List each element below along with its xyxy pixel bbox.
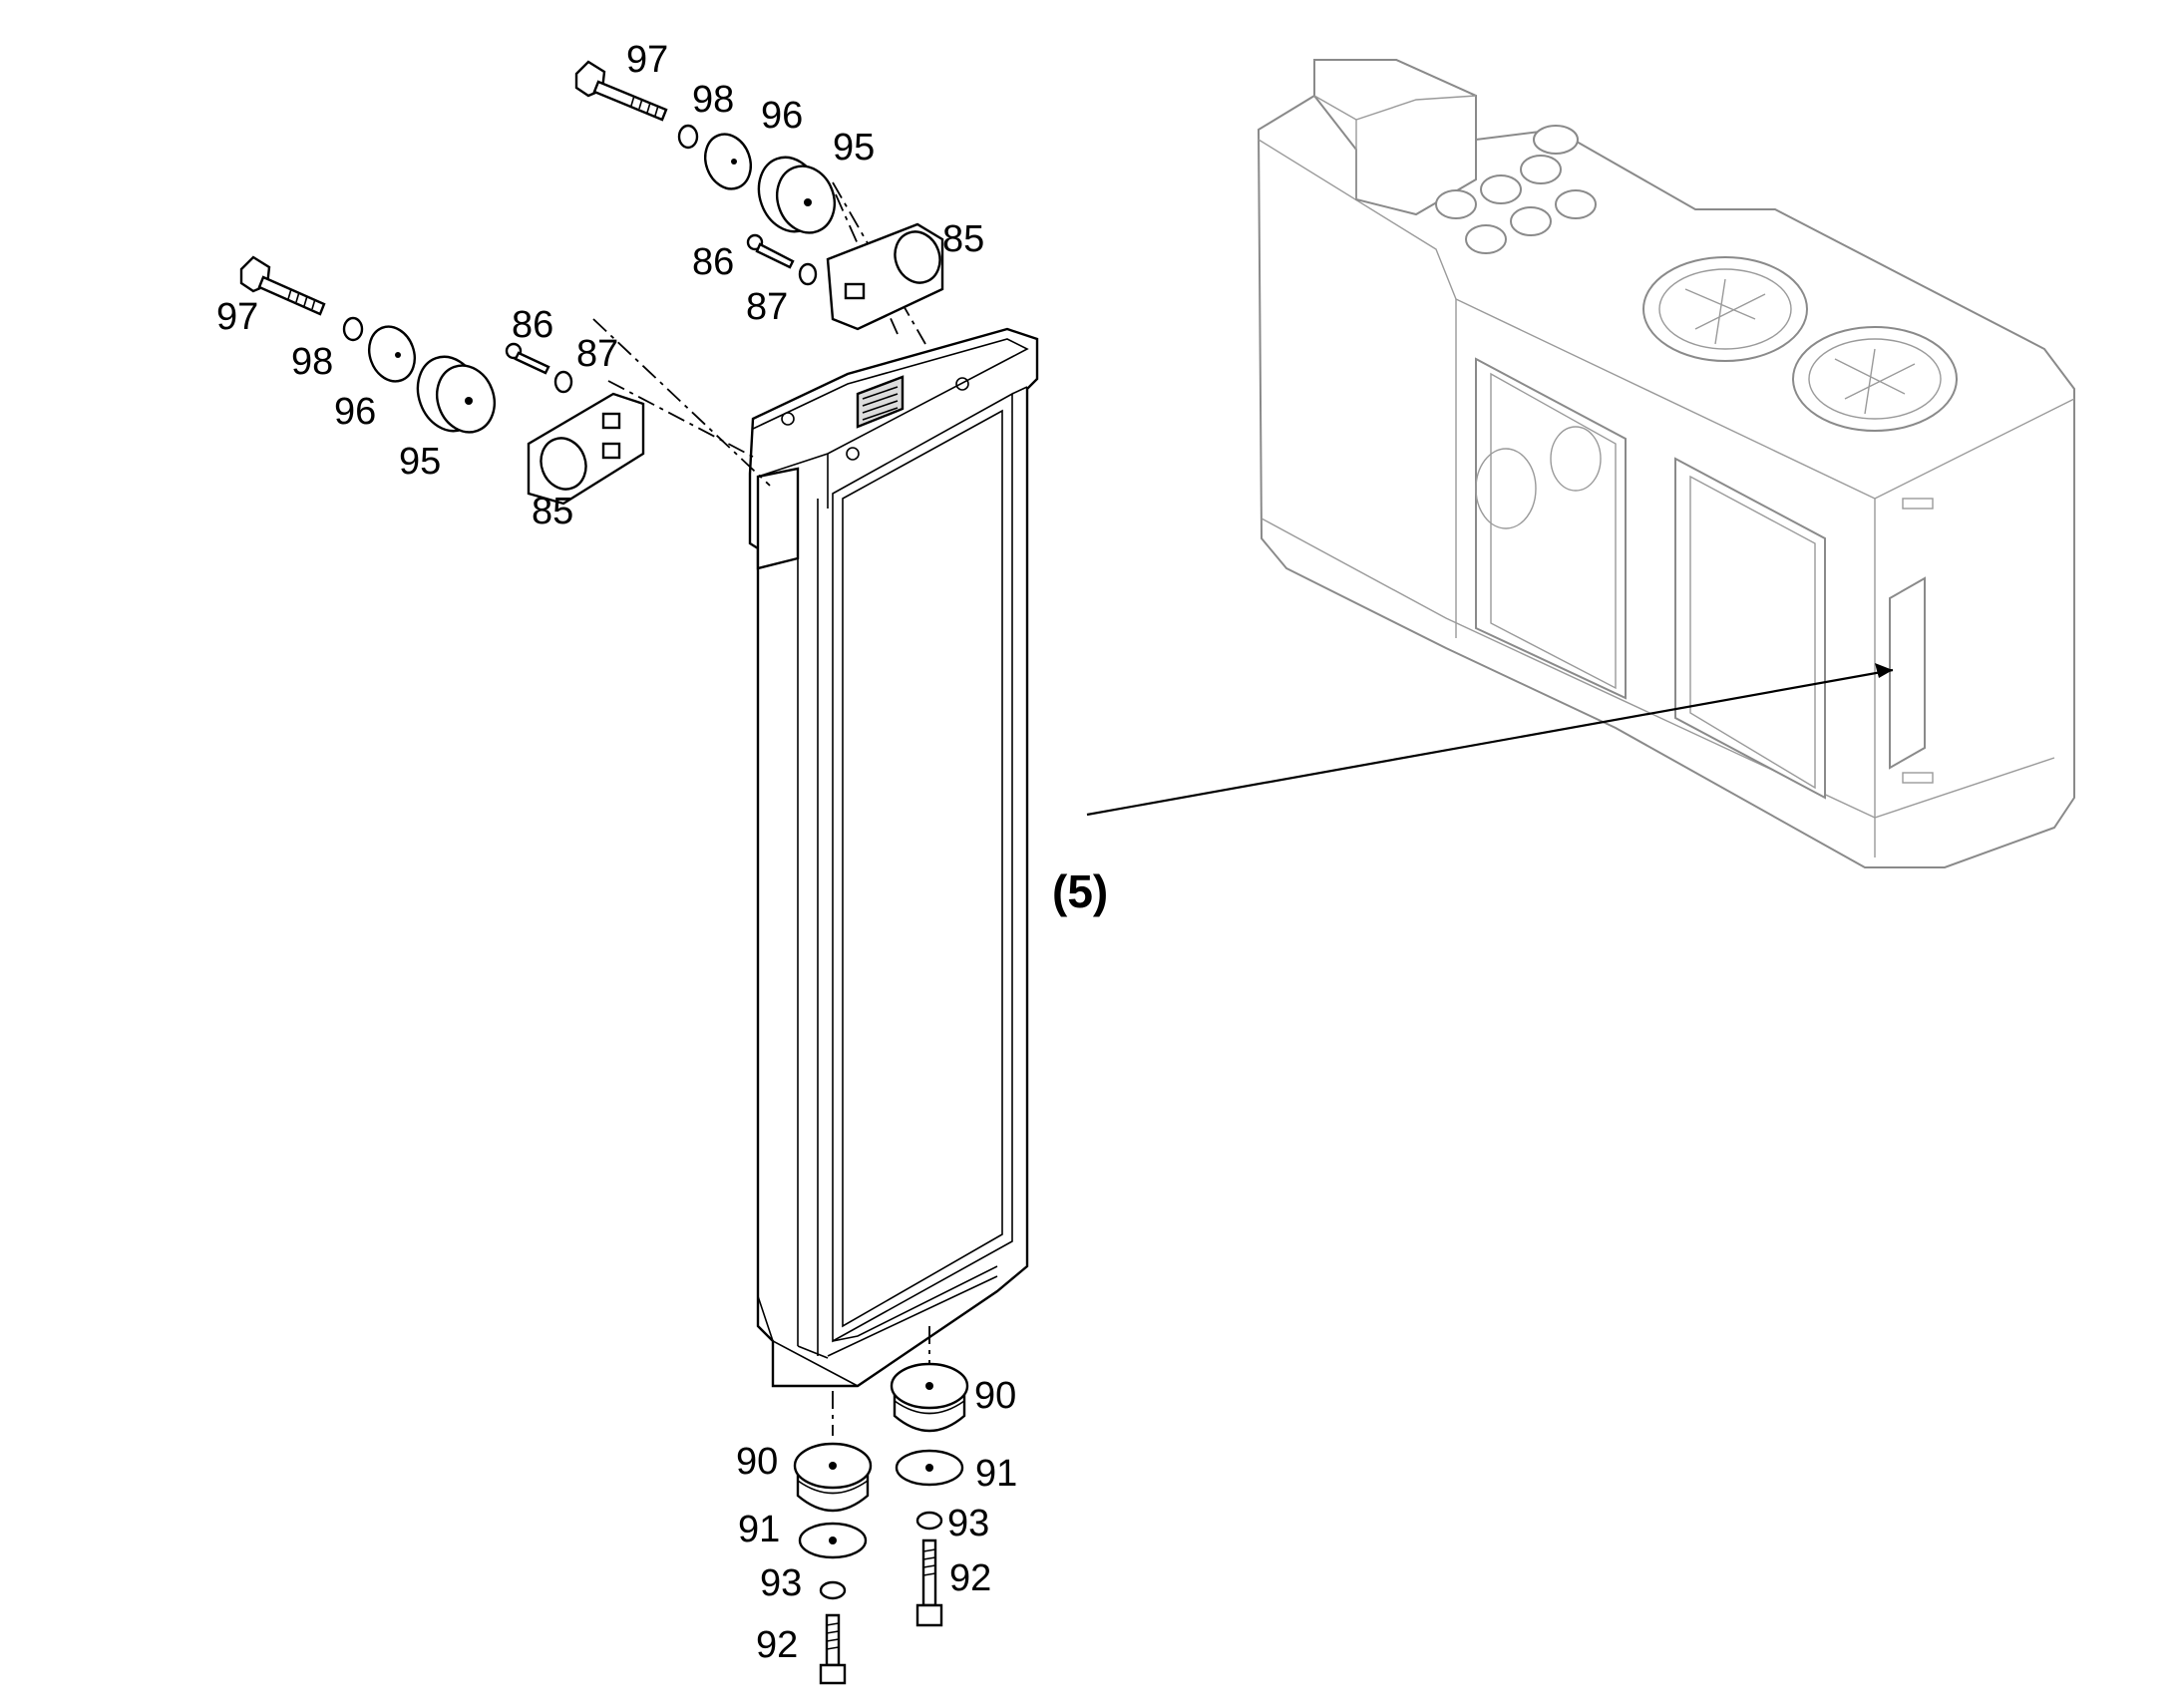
bolt-97-upper-left — [239, 255, 326, 316]
mount-95-upper-left — [416, 355, 496, 434]
callout-97: 97 — [216, 296, 258, 338]
bracket-85-upper-left — [527, 392, 645, 506]
washer-91-bottom-left — [798, 1522, 868, 1559]
callout-93: 93 — [947, 1503, 989, 1544]
mount-95-upper-right — [757, 156, 836, 234]
view-reference-leader — [1086, 668, 1894, 817]
disc-96-upper-right — [704, 133, 752, 190]
callouts-upper-right: 97 98 96 95 85 86 87 — [626, 39, 984, 328]
washer-87-upper-right — [798, 262, 818, 286]
callout-87: 87 — [746, 286, 788, 328]
callout-86: 86 — [512, 304, 553, 346]
screw-86-upper-left — [505, 342, 550, 375]
bolt-97-upper-right — [574, 60, 668, 122]
end-panel-slot — [1889, 498, 1934, 784]
callout-90: 90 — [736, 1441, 778, 1483]
washer-87-upper-left — [553, 370, 573, 394]
fan-openings — [1642, 256, 1958, 432]
disc-96-upper-left — [368, 325, 416, 383]
leader-arrowhead — [1875, 663, 1893, 678]
port-openings — [1435, 125, 1597, 254]
callout-92: 92 — [949, 1557, 991, 1599]
callout-95: 95 — [833, 127, 875, 169]
side-openings — [1475, 357, 1826, 800]
callout-98: 98 — [692, 79, 734, 121]
callout-90: 90 — [974, 1375, 1016, 1417]
callout-92: 92 — [756, 1624, 798, 1666]
washer-91-bottom-right — [895, 1449, 964, 1487]
bottom-right-mount-stack — [890, 1362, 969, 1627]
bolt-92-bottom-right — [915, 1538, 943, 1627]
top-grille — [856, 375, 905, 429]
machine-frame-housing — [1257, 59, 2075, 868]
callout-87: 87 — [576, 333, 618, 375]
callouts-upper-left: 97 98 96 95 85 86 87 — [216, 296, 618, 532]
cooler-core — [748, 327, 1039, 1388]
bottom-left-mount-stack — [793, 1442, 873, 1685]
callout-98: 98 — [291, 341, 333, 383]
callout-85: 85 — [532, 491, 573, 532]
bolt-92-bottom-left — [819, 1613, 847, 1685]
callout-97: 97 — [626, 39, 668, 81]
callout-85: 85 — [942, 218, 984, 260]
screw-86-upper-right — [746, 233, 795, 269]
callouts-bottom-left: 90 91 93 92 — [736, 1441, 802, 1666]
mount-90-bottom-right — [890, 1362, 969, 1433]
bracket-85-upper-right — [826, 222, 944, 331]
view-reference-label: (5) — [1052, 865, 1108, 917]
callout-96: 96 — [761, 95, 803, 137]
callout-86: 86 — [692, 241, 734, 283]
washer-98-upper-right — [677, 124, 699, 150]
callout-96: 96 — [334, 391, 376, 433]
callout-91: 91 — [975, 1453, 1017, 1495]
callout-93: 93 — [760, 1562, 802, 1604]
mount-90-bottom-left — [793, 1442, 873, 1513]
upper-right-fastener-stack — [574, 60, 944, 331]
callouts-bottom-right: 90 91 93 92 — [947, 1375, 1017, 1599]
callout-95: 95 — [399, 441, 441, 483]
upper-left-fastener-stack — [239, 255, 645, 506]
washer-93-bottom-left — [819, 1580, 847, 1600]
washer-93-bottom-right — [915, 1511, 943, 1531]
washer-98-upper-left — [342, 316, 364, 342]
callout-91: 91 — [738, 1509, 780, 1550]
